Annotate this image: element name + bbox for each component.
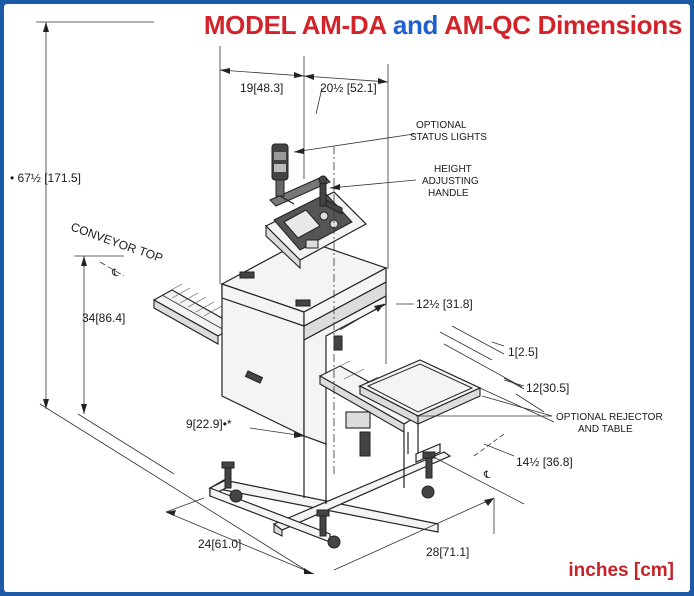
overall-height-dimension <box>36 21 154 409</box>
label-table-width: 14½ [36.8] <box>516 455 573 469</box>
label-rejector-line2: AND TABLE <box>578 424 633 435</box>
label-width-right: 20½ [52.1] <box>320 81 377 95</box>
title-and: and <box>392 10 439 40</box>
label-width-left: 19[48.3] <box>240 81 283 95</box>
label-conveyor-top-line2: TOP <box>137 244 165 266</box>
conveyor-height-dimension <box>74 255 175 475</box>
label-conveyor-height: 34[86.4] <box>82 311 125 325</box>
label-gap: 1[2.5] <box>508 345 538 359</box>
units-label: inches [cm] <box>568 560 674 581</box>
main-cabinet <box>220 239 388 445</box>
status-light-tower <box>271 143 295 205</box>
label-status-lights-line1: OPTIONAL <box>416 120 467 131</box>
label-conveyor-top-line1: CONVEYOR <box>69 220 139 257</box>
top-width-dimensions <box>219 46 389 284</box>
label-status-lights-line2: STATUS LIGHTS <box>410 132 487 143</box>
label-opening-width: 12½ [31.8] <box>416 297 473 311</box>
centerline-symbol-right: ℄ <box>483 470 491 481</box>
label-base-width: 24[61.0] <box>198 537 241 551</box>
diagram-canvas: ℄ ℄ 19[48.3] 20½ [52.1] OPTIONAL STATUS … <box>4 4 690 592</box>
left-conveyor <box>152 283 238 345</box>
page-title: MODEL AM-DA and AM-QC Dimensions <box>4 10 682 41</box>
label-base-length: 28[71.1] <box>426 545 469 559</box>
base-frame <box>208 432 452 549</box>
title-model-qc: AM-QC Dimensions <box>444 10 682 40</box>
centerline-symbol-left: ℄ <box>111 268 119 279</box>
title-model-da: MODEL AM-DA <box>203 10 386 40</box>
machine-drawing: ℄ ℄ 19[48.3] 20½ [52.1] OPTIONAL STATUS … <box>10 21 663 575</box>
label-rejector-line1: OPTIONAL REJECTOR <box>556 412 663 423</box>
label-handle-line1: HEIGHT <box>434 164 472 175</box>
label-leg-spacing: 9[22.9]•* <box>186 417 232 431</box>
label-table-depth: 12[30.5] <box>526 381 569 395</box>
label-handle-line2: ADJUSTING <box>422 176 479 187</box>
centerline-symbols: ℄ ℄ <box>111 146 491 481</box>
right-dimension-lines <box>165 87 555 575</box>
label-handle-line3: HANDLE <box>428 188 469 199</box>
label-overall-height: • 67½ [171.5] <box>10 171 81 185</box>
